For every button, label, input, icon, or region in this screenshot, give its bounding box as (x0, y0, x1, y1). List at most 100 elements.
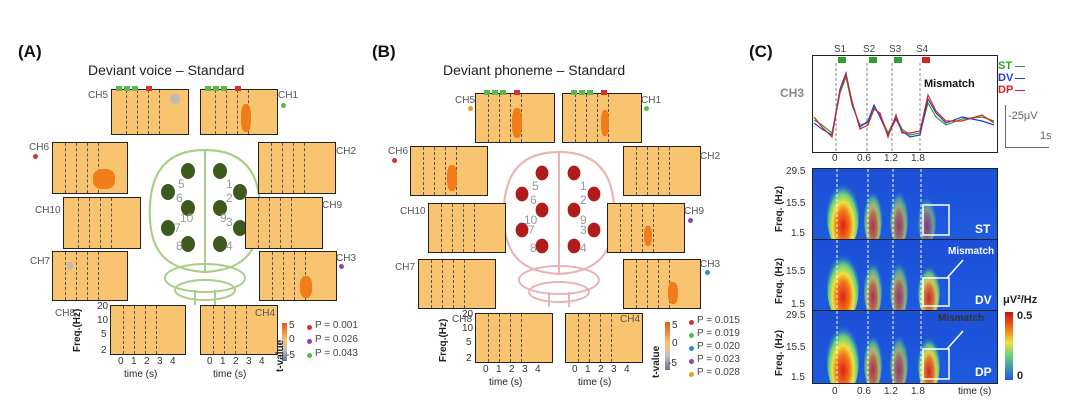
marker-a-ch1-1 (205, 86, 211, 91)
b-y-tick-20: 20 (462, 309, 474, 320)
erp-plot (813, 57, 995, 151)
heatmap-a-ch2 (258, 142, 336, 194)
ch5-label-a: CH5 (88, 90, 109, 101)
a2-x-tick-2: 2 (233, 356, 239, 367)
ch2-label-b: CH2 (700, 151, 721, 162)
heatmap-b-ch1 (562, 93, 642, 143)
b2-x-tick-1: 1 (585, 364, 591, 375)
c-colorbar-unit: μV²/Hz (1003, 294, 1038, 306)
marker-b-ch1-1 (571, 90, 577, 95)
marker-a-ch5-3 (132, 86, 138, 91)
ch9-label-a: CH9 (322, 200, 343, 211)
heatmap-a-ch1 (200, 89, 278, 135)
legend-dv: DV (998, 72, 1014, 84)
marker-b-ch1-3 (587, 90, 593, 95)
b-x-axis-label: time (s) (489, 377, 523, 388)
b-p-legend-dot-2 (689, 333, 694, 338)
legend-dp-line (1015, 90, 1025, 91)
a2-x-tick-4: 4 (259, 356, 265, 367)
spec-y-label-2: Freq. (Hz) (774, 257, 785, 304)
p-dot-b-ch6 (392, 158, 397, 163)
ch3-label-b: CH3 (700, 259, 721, 270)
ch1-label-a: CH1 (278, 90, 299, 101)
erp-time-18: 1.8 (911, 153, 925, 164)
erp-plot-frame (812, 55, 998, 153)
heatmap-a-ch6 (52, 142, 128, 194)
panel-b-title: Deviant phoneme – Standard (443, 62, 626, 78)
scale-bar-vertical (1005, 105, 1006, 147)
a-colorbar-label: t-value (275, 339, 286, 372)
b-p-legend-3: P = 0.020 (697, 341, 740, 352)
a-x-tick-1: 1 (131, 356, 137, 367)
marker-b-ch5-1 (484, 90, 490, 95)
heatmap-a-ch8 (110, 305, 186, 355)
ch10-label-a: CH10 (35, 205, 61, 216)
b-cbar-tick-neg5: -5 (668, 358, 677, 369)
spec-x-label: time (s) (958, 386, 992, 397)
scale-uv: -25μV (1008, 110, 1038, 122)
svg-text:8: 8 (530, 241, 537, 255)
a2-x-tick-3: 3 (246, 356, 252, 367)
p-dot-a-ch3 (339, 264, 344, 269)
spec-time-0: 0 (832, 386, 838, 397)
spec2-tick-155: 15.5 (786, 266, 806, 277)
legend-dv-line (1015, 78, 1025, 79)
svg-text:7: 7 (174, 221, 181, 235)
marker-a-ch5-2 (124, 86, 130, 91)
ch8-label-a: CH8 (55, 308, 76, 319)
b-p-legend-dot-1 (689, 320, 694, 325)
ch4-label-b: CH4 (620, 314, 641, 325)
ch2-label-a: CH2 (336, 146, 357, 157)
legend-st: ST (998, 60, 1013, 72)
b-p-legend-5: P = 0.028 (697, 367, 740, 378)
svg-text:6: 6 (530, 193, 537, 207)
panel-c-label: (C) (749, 42, 773, 61)
b2-x-axis-label: time (s) (578, 377, 612, 388)
a2-x-axis-label: time (s) (213, 369, 247, 380)
spec3-tick-15: 1.5 (791, 372, 805, 383)
panel-a-title: Deviant voice – Standard (88, 62, 245, 78)
ch6-label-a: CH6 (29, 142, 50, 153)
svg-text:9: 9 (580, 213, 587, 227)
b-p-legend-dot-4 (689, 359, 694, 364)
svg-text:7: 7 (528, 223, 535, 237)
b-y-tick-2: 2 (466, 353, 472, 364)
marker-b-ch5-4 (514, 90, 520, 95)
heatmap-b-ch7 (418, 259, 496, 309)
a-p-legend-2: P = 0.026 (315, 334, 358, 345)
spec-time-12: 1.2 (884, 386, 898, 397)
b-y-axis-label: Freq.(Hz) (438, 318, 449, 362)
a2-x-tick-0: 0 (207, 356, 213, 367)
stim-s2: S2 (863, 44, 876, 55)
p-dot-b-ch5 (468, 106, 473, 111)
b2-x-tick-3: 3 (611, 364, 617, 375)
spec-dp-mismatch: Mismatch (938, 313, 985, 324)
ch3-label-a: CH3 (336, 253, 357, 264)
heatmap-a-ch10 (63, 197, 141, 249)
stim-s3: S3 (889, 44, 902, 55)
ch7-label-a: CH7 (30, 256, 51, 267)
stim-s1: S1 (834, 44, 847, 55)
svg-text:3: 3 (226, 215, 233, 229)
svg-text:1: 1 (226, 177, 233, 191)
svg-text:4: 4 (580, 241, 587, 255)
panel-b-label: (B) (372, 42, 396, 61)
b-p-legend-2: P = 0.019 (697, 328, 740, 339)
a-colorbar (282, 323, 287, 361)
svg-text:5: 5 (178, 177, 185, 191)
panel-b-brain-diagram: 5 1 6 2 10 9 7 3 8 4 (502, 150, 616, 307)
ch5-label-b: CH5 (455, 95, 476, 106)
ch1-label-b: CH1 (641, 95, 662, 106)
marker-a-ch5-4 (146, 86, 152, 91)
legend-st-line (1015, 66, 1025, 67)
spec-label-dp: DP (975, 365, 992, 379)
a-p-legend-1: P = 0.001 (315, 320, 358, 331)
b-p-legend-4: P = 0.023 (697, 354, 740, 365)
b-p-legend-dot-5 (689, 372, 694, 377)
marker-a-ch1-3 (221, 86, 227, 91)
panel-c-channel: CH3 (780, 86, 805, 100)
ch9-label-b: CH9 (684, 206, 705, 217)
spec-y-label-3: Freq. (Hz) (774, 329, 785, 376)
svg-text:2: 2 (226, 191, 233, 205)
a-x-tick-0: 0 (118, 356, 124, 367)
